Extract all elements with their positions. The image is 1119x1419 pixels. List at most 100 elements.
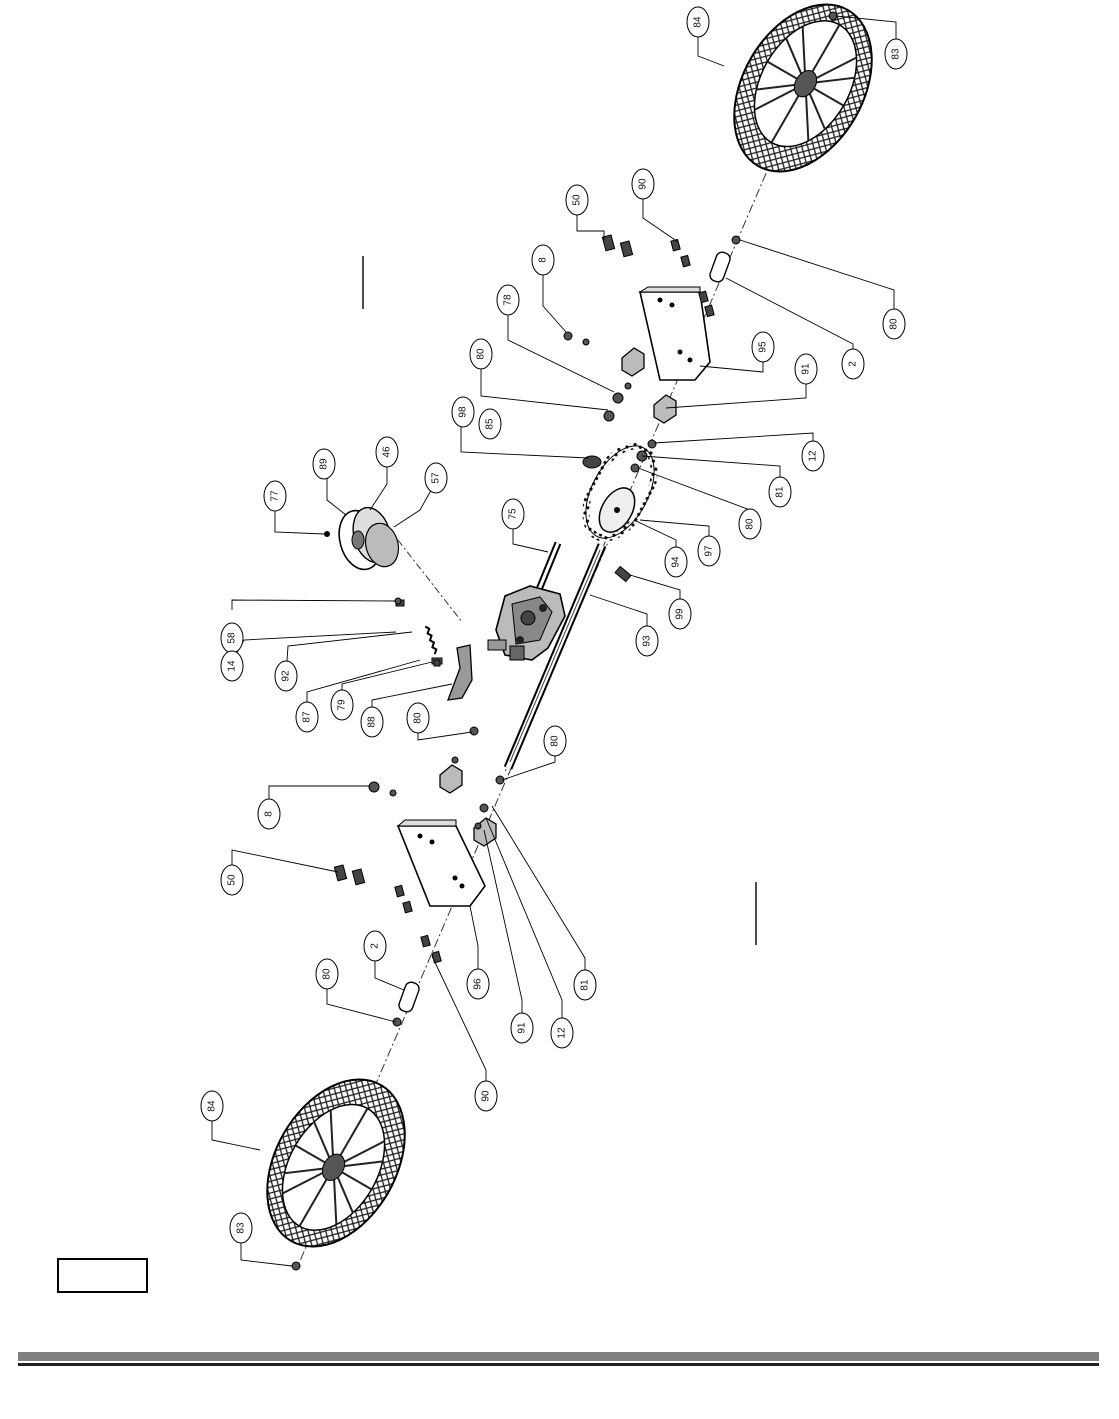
- gearbox: [487, 585, 566, 661]
- callout-81-top: 81: [768, 476, 792, 508]
- callout-bubble: [884, 38, 908, 70]
- callout-80-f: 80: [315, 958, 339, 990]
- callout-bubble: [686, 6, 710, 38]
- callout-number: 83: [236, 1222, 247, 1234]
- callout-number: 78: [503, 294, 514, 306]
- callout-88: 88: [360, 706, 384, 738]
- callout-50-top: 50: [565, 184, 589, 216]
- callout-46: 46: [375, 436, 399, 468]
- callout-number: 12: [808, 450, 819, 462]
- callout-12-bot: 12: [550, 1017, 574, 1049]
- callout-bubble: [466, 968, 490, 1000]
- callout-bubble: [801, 440, 825, 472]
- callout-bubble: [841, 348, 865, 380]
- callout-bubble: [501, 498, 525, 530]
- callout-number: 79: [337, 699, 348, 711]
- wheel-bottom: [266, 1078, 406, 1248]
- callout-84-top: 84: [686, 6, 710, 38]
- callout-number: 81: [775, 486, 786, 498]
- callout-bubble: [220, 650, 244, 682]
- callout-75: 75: [501, 498, 525, 530]
- callout-80-e: 80: [543, 725, 567, 757]
- callout-bubble: [360, 706, 384, 738]
- callout-93: 93: [635, 625, 659, 657]
- bushings: [398, 251, 731, 1013]
- callout-number: 58: [227, 632, 238, 644]
- callout-bubble: [668, 598, 692, 630]
- callout-number: 50: [572, 194, 583, 206]
- callout-77: 77: [263, 480, 287, 512]
- callout-number: 97: [704, 545, 715, 557]
- callout-85: 85: [478, 408, 502, 440]
- large-sprocket: [598, 487, 636, 533]
- callout-90-bot: 90: [474, 1080, 498, 1112]
- callout-96: 96: [466, 968, 490, 1000]
- callout-bubble: [768, 476, 792, 508]
- callout-number: 80: [322, 968, 333, 980]
- callout-bubble: [474, 1080, 498, 1112]
- leader-lines: [211, 15, 897, 1267]
- page-label-box: [57, 1258, 148, 1293]
- callout-bubble: [543, 725, 567, 757]
- callout-number: 8: [538, 257, 549, 263]
- callout-bubble: [424, 462, 448, 494]
- callout-bubble: [635, 625, 659, 657]
- callout-2-top: 2: [841, 348, 865, 380]
- callout-number: 96: [473, 978, 484, 990]
- callout-bubble: [496, 284, 520, 316]
- callout-number: 83: [891, 48, 902, 60]
- callout-14: 14: [220, 650, 244, 682]
- callout-bubble: [531, 244, 555, 276]
- callout-number: 8: [264, 811, 275, 817]
- callout-95: 95: [751, 331, 775, 363]
- callout-80-b: 80: [882, 308, 906, 340]
- callout-bubble: [274, 660, 298, 692]
- drive-shaft-75: [534, 541, 562, 594]
- part-callouts: 8483905087880988589465777758029591128180…: [200, 6, 908, 1244]
- small-hardware: [333, 234, 715, 964]
- drive-chain: [582, 442, 658, 542]
- callout-8-bot: 8: [257, 798, 281, 830]
- callout-number: 87: [302, 711, 313, 723]
- callout-number: 80: [476, 348, 487, 360]
- callout-79: 79: [330, 689, 354, 721]
- callout-number: 89: [319, 458, 330, 470]
- callout-bubble: [882, 308, 906, 340]
- callout-80-d: 80: [406, 702, 430, 734]
- callout-83-top: 83: [884, 38, 908, 70]
- callout-bubble: [573, 969, 597, 1001]
- callout-99: 99: [668, 598, 692, 630]
- small-sprocket: [582, 455, 602, 469]
- callout-bubble: [751, 331, 775, 363]
- callout-bubble: [229, 1212, 253, 1244]
- callout-bubble: [451, 396, 475, 428]
- callout-number: 84: [207, 1100, 218, 1112]
- callout-91-top: 91: [794, 353, 818, 385]
- callout-92: 92: [274, 660, 298, 692]
- callout-number: 2: [848, 361, 859, 367]
- callout-number: 84: [693, 16, 704, 28]
- washers-nuts: [291, 11, 838, 1271]
- callout-98: 98: [451, 396, 475, 428]
- callout-83-bot: 83: [229, 1212, 253, 1244]
- callout-number: 12: [557, 1027, 568, 1039]
- callout-number: 46: [382, 446, 393, 458]
- callout-number: 88: [367, 716, 378, 728]
- callout-number: 80: [413, 712, 424, 724]
- callout-bubble: [312, 448, 336, 480]
- bracket-plate-top: [638, 286, 711, 381]
- callout-number: 93: [642, 635, 653, 647]
- callout-58: 58: [220, 622, 244, 654]
- callout-bubble: [295, 701, 319, 733]
- callout-bubble: [510, 1012, 534, 1044]
- callout-number: 85: [485, 418, 496, 430]
- callout-57: 57: [424, 462, 448, 494]
- callout-number: 81: [580, 979, 591, 991]
- main-shaft: [503, 543, 607, 770]
- callout-84-bot: 84: [200, 1090, 224, 1122]
- footer-rule: [18, 1352, 1099, 1361]
- callout-90-top: 90: [631, 168, 655, 200]
- callout-bubble: [664, 546, 688, 578]
- callout-number: 90: [638, 178, 649, 190]
